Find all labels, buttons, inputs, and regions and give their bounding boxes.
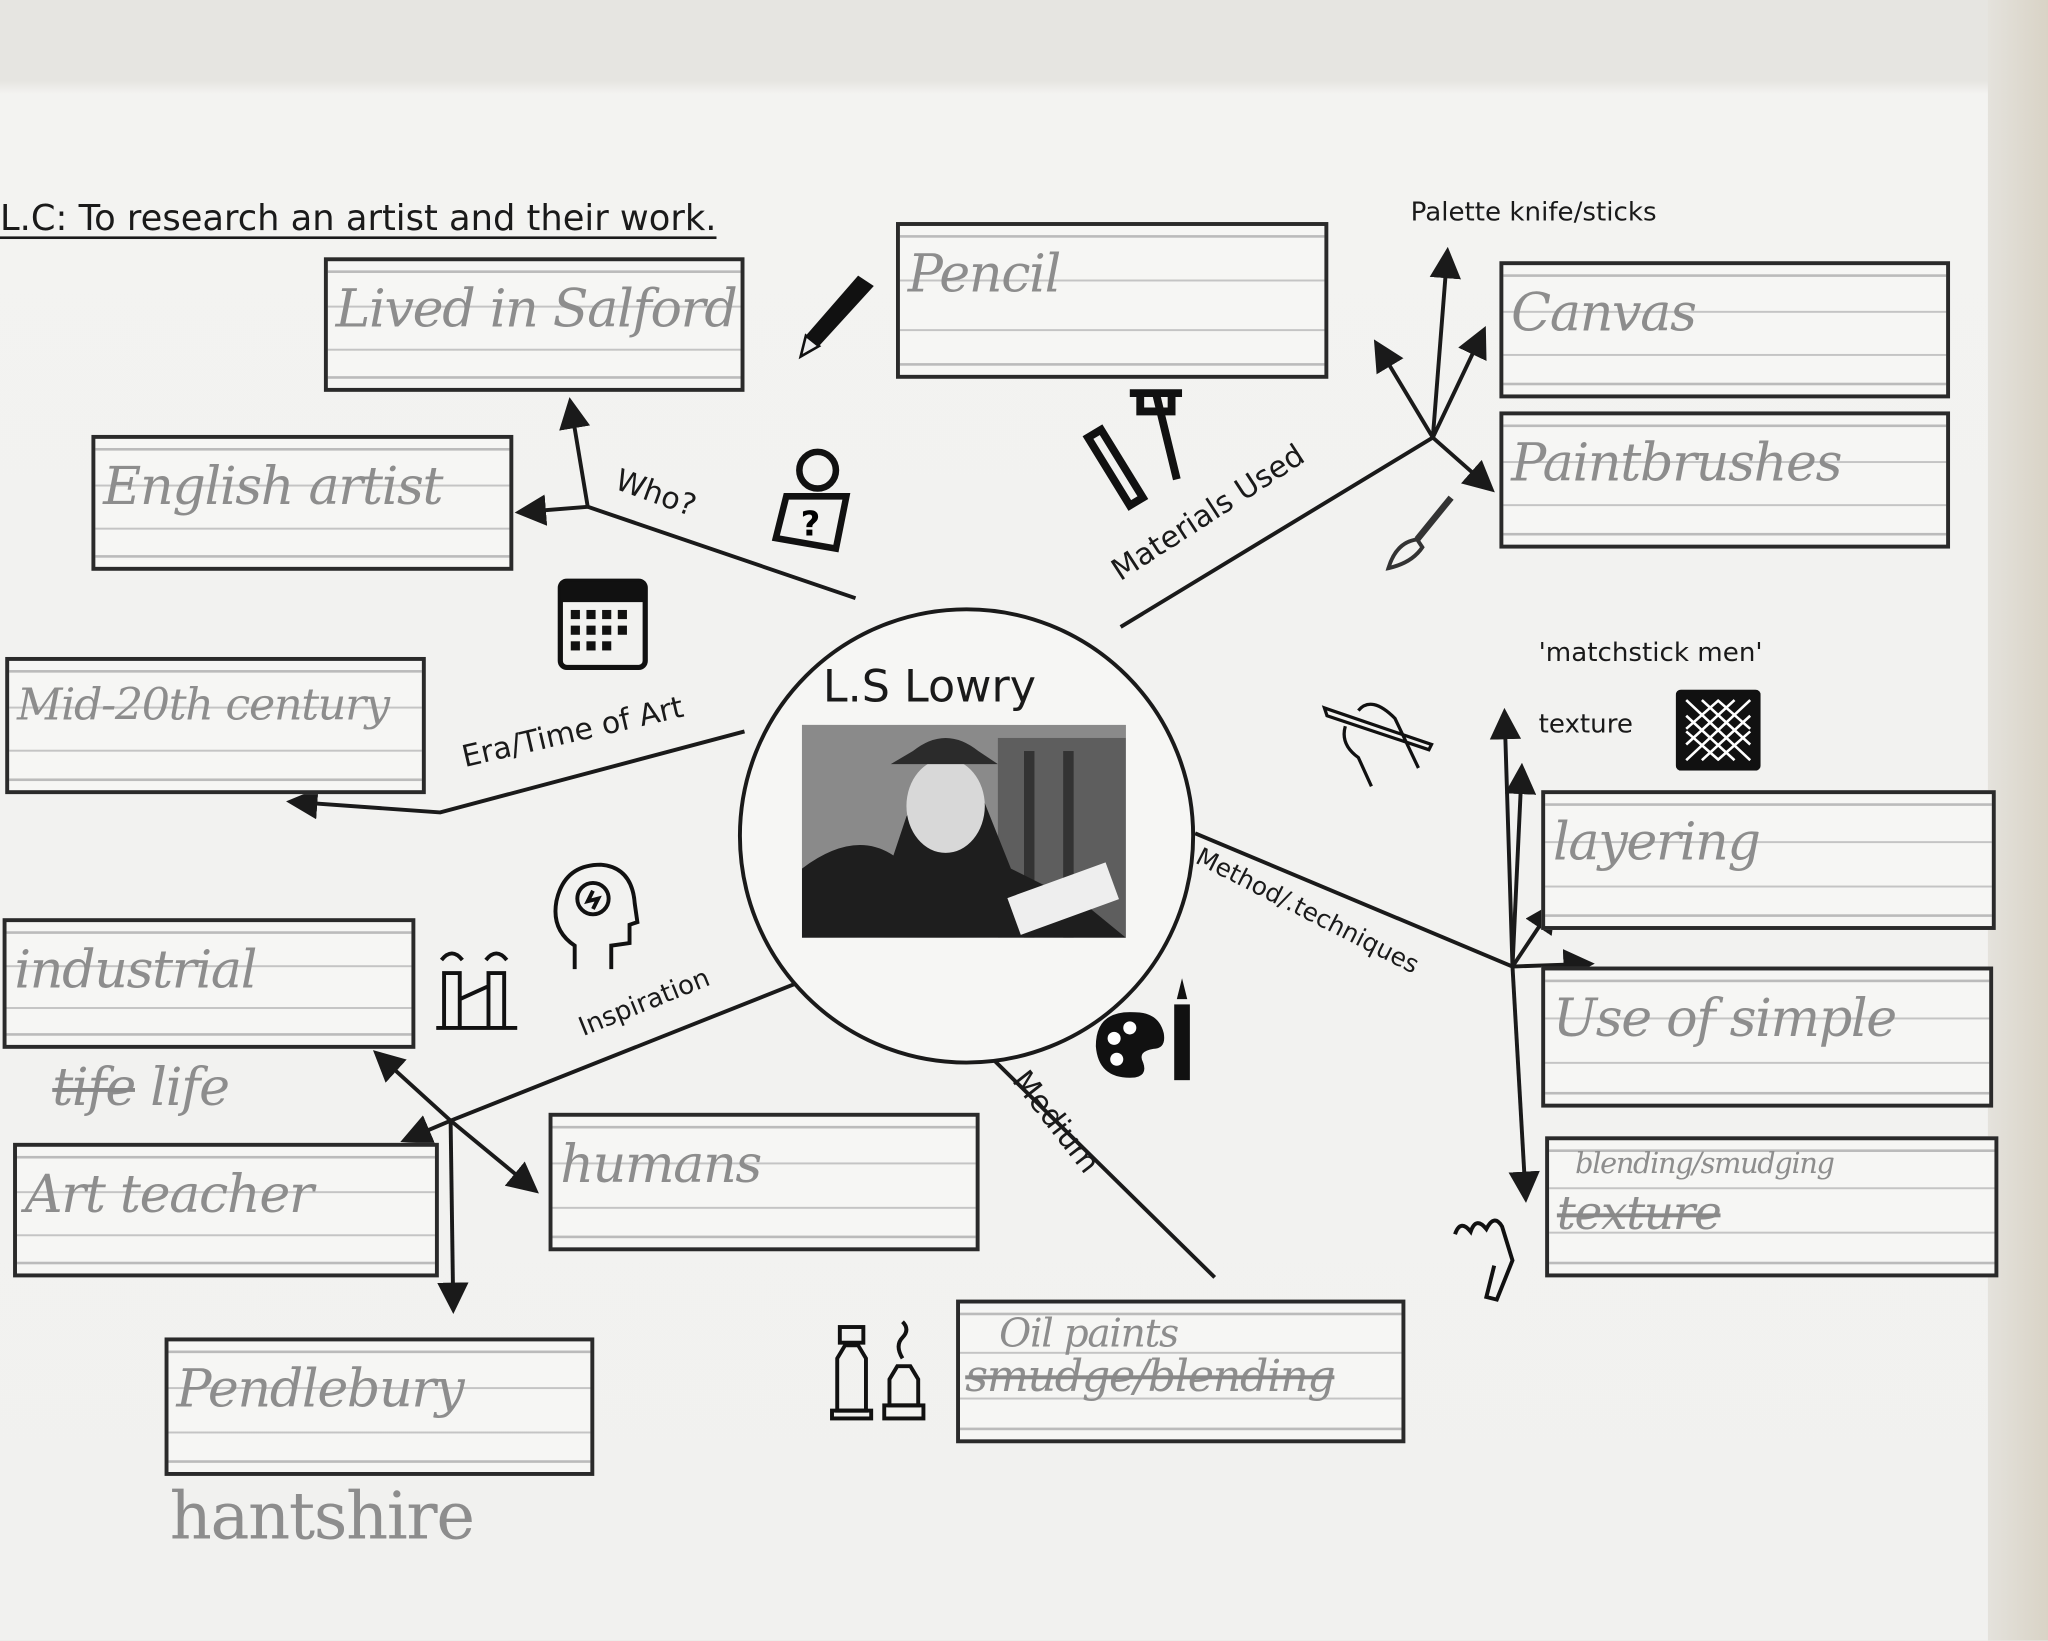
pointing-hand-icon	[1453, 1218, 1515, 1302]
materials-branch	[1119, 435, 1434, 629]
handwritten-answer: Oil paints	[999, 1311, 1179, 1358]
handwritten-answer: Pendlebury	[176, 1359, 464, 1420]
svg-text:?: ?	[801, 505, 821, 545]
hand-drawing-icon	[1321, 702, 1434, 787]
answer-box-method-3: blending/smudging texture	[1545, 1136, 1999, 1278]
crossed-out-answer: smudge/blending	[965, 1350, 1335, 1403]
crossed-out-answer: texture	[1556, 1187, 1722, 1241]
paint-tubes-icon	[830, 1320, 926, 1421]
artist-name: L.S Lowry	[822, 660, 1037, 714]
answer-box-materials-1: Pencil	[895, 222, 1329, 379]
answer-box-era-1: Mid-20th century	[5, 656, 426, 795]
who-branch	[587, 504, 857, 601]
learning-objective: L.C: To research an artist and their wor…	[0, 198, 717, 240]
answer-box-inspiration-4: Pendlebury	[164, 1337, 595, 1476]
handwritten-answer: Pencil	[907, 244, 1062, 305]
answer-box-inspiration-1: industrial	[2, 918, 416, 1049]
palette-brush-icon	[1095, 978, 1190, 1081]
handwritten-life: tife life	[52, 1057, 230, 1119]
handwritten-answer: Lived in Salford	[335, 279, 738, 340]
method-branch	[1194, 831, 1514, 969]
handwritten-answer: Use of simple	[1552, 988, 1897, 1049]
answer-box-method-2: Use of simple	[1541, 966, 1994, 1108]
person-question-icon: ?	[771, 448, 851, 553]
artist-photo	[801, 724, 1126, 938]
handwritten-hantshire: hantshire	[169, 1478, 475, 1555]
answer-box-who-2: English artist	[91, 434, 514, 571]
calendar-icon	[557, 578, 648, 671]
head-lightbulb-icon	[553, 862, 640, 970]
factory-icon	[436, 951, 518, 1030]
note-matchstick-men: 'matchstick men'	[1538, 636, 1763, 668]
texture-icon	[1675, 689, 1761, 771]
answer-box-inspiration-3: humans	[548, 1112, 980, 1252]
note-palette-knife: Palette knife/sticks	[1410, 195, 1657, 228]
handwritten-answer: English artist	[103, 457, 443, 518]
note-texture: texture	[1538, 707, 1633, 740]
handwritten-answer: Art teacher	[24, 1165, 314, 1226]
handwritten-answer: blending/smudging	[1575, 1148, 1835, 1181]
answer-box-who-1: Lived in Salford	[323, 257, 745, 392]
handwritten-answer: Canvas	[1511, 283, 1697, 344]
page-edge	[1987, 0, 2048, 1641]
crossed-out-word: tife	[52, 1057, 136, 1119]
answer-box-materials-2: Canvas	[1499, 261, 1951, 399]
answer-box-method-1: layering	[1541, 790, 1996, 930]
tools-icon	[1082, 389, 1183, 511]
paintbrush-icon	[1385, 495, 1454, 571]
answer-box-materials-3: Paintbrushes	[1499, 411, 1951, 549]
handwritten-answer: Mid-20th century	[16, 679, 390, 732]
handwritten-answer: humans	[560, 1135, 762, 1196]
handwritten-answer: Paintbrushes	[1511, 433, 1842, 494]
answer-box-medium-1: Oil paints smudge/blending	[956, 1299, 1406, 1444]
era-branch	[286, 729, 745, 820]
handwritten-answer: layering	[1552, 812, 1761, 873]
medium-branch	[967, 1034, 1217, 1279]
pencil-icon	[798, 275, 874, 360]
answer-box-inspiration-2: Art teacher	[13, 1142, 439, 1278]
handwritten-answer: life	[150, 1057, 230, 1119]
handwritten-answer: industrial	[14, 940, 257, 1001]
